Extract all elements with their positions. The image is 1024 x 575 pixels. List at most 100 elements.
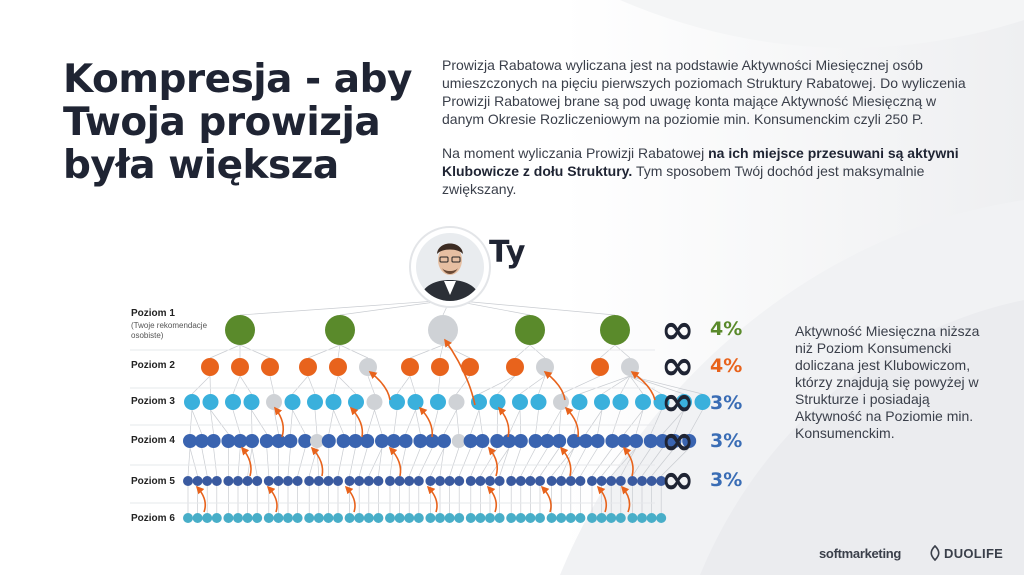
level-5-node [192, 476, 203, 486]
promotion-arrow [497, 406, 510, 438]
promotion-arrow [349, 406, 364, 438]
level-4-label: Poziom 4 [131, 435, 175, 446]
level-4-node [643, 434, 658, 448]
level-3-percent: 3% [710, 392, 743, 414]
level-5-node [444, 476, 455, 486]
infinity-icon: ∞ [661, 307, 695, 353]
infinity-icon: ∞ [661, 343, 695, 389]
level-6-node [656, 513, 667, 523]
level-1-node [515, 315, 545, 345]
level-4-node [425, 434, 440, 448]
intro-p2-end: Tym sposobem Twój dochód jest maksymalni… [442, 163, 925, 197]
level-3-node [284, 394, 301, 410]
level-5-node [506, 476, 517, 486]
level-6-node [344, 513, 355, 523]
level-6-node [404, 513, 415, 523]
level-5-node [435, 476, 445, 486]
level-4-node [475, 434, 490, 448]
level-4-node [310, 434, 324, 448]
level-6-node [202, 513, 213, 523]
level-6-node [183, 513, 193, 523]
level-3-node [325, 394, 342, 410]
level-4-node [386, 434, 401, 448]
level-3-node [635, 394, 651, 410]
level-1-node [428, 315, 458, 345]
level-6-node [233, 513, 243, 523]
level-6-node [263, 513, 274, 523]
level-5-node [615, 476, 626, 486]
level-3-node [653, 394, 670, 410]
promotion-arrow [620, 485, 631, 513]
level-6-node [494, 513, 505, 523]
promotion-arrow [630, 371, 656, 401]
level-6-node [413, 513, 424, 523]
level-4-node [321, 434, 336, 448]
level-5-node [283, 476, 293, 486]
level-4-node [413, 434, 428, 448]
level-6-node [596, 513, 607, 523]
level-5-node [494, 476, 505, 486]
promotion-arrow [274, 406, 285, 438]
level-5-node [263, 476, 274, 486]
level-6-node [223, 513, 234, 523]
level-6-node [606, 513, 617, 523]
level-6-node [627, 513, 638, 523]
level-5-node [202, 476, 213, 486]
level-5-node [425, 476, 436, 486]
level-4-node [194, 434, 209, 448]
level-2-node [201, 358, 219, 376]
level-3-node [571, 394, 588, 410]
level-5-node [413, 476, 424, 486]
level-5-node [292, 476, 303, 486]
title-line-2: Twoja prowizja [63, 100, 381, 145]
level-6-node [354, 513, 365, 523]
promotion-arrow [487, 446, 499, 477]
level-2-node [329, 358, 347, 376]
promotion-arrow [418, 406, 434, 438]
level-6-node [363, 513, 374, 523]
level-4-node [567, 434, 581, 448]
level-5-node [656, 476, 667, 486]
level-6-node [646, 513, 657, 523]
level-5-node [233, 476, 243, 486]
level-4-node [490, 434, 505, 448]
level-4-node [259, 434, 274, 448]
person-avatar [409, 226, 491, 308]
level-5-node [637, 476, 647, 486]
level-5-node [211, 476, 222, 486]
level-6-node [637, 513, 647, 523]
level-5-node [252, 476, 263, 486]
level-6-node [575, 513, 586, 523]
level-4-node [463, 434, 478, 448]
level-5-node [273, 476, 284, 486]
promotion-arrow [195, 485, 207, 513]
level-2-node [621, 358, 639, 376]
level-4-node [360, 434, 375, 448]
level-6-node [546, 513, 557, 523]
level-3-node [266, 394, 282, 410]
promotion-arrow [310, 446, 324, 477]
level-3-node [407, 394, 424, 410]
infinity-icon: ∞ [661, 379, 695, 425]
level-6-node [394, 513, 405, 523]
level-6-node [556, 513, 567, 523]
level-6-node [565, 513, 576, 523]
level-5-node [363, 476, 374, 486]
level-6-node [385, 513, 395, 523]
promotion-arrow [368, 371, 391, 401]
level-5-node [535, 476, 545, 486]
level-5-node [344, 476, 355, 486]
level-6-node [323, 513, 334, 523]
level-6-node [313, 513, 324, 523]
promotion-arrow [266, 485, 278, 513]
level-5-node [313, 476, 324, 486]
level-2-percent: 4% [710, 355, 743, 377]
level-4-node [540, 434, 555, 448]
level-5-node [587, 476, 597, 486]
level-1-node [325, 315, 355, 345]
level-6-node [373, 513, 384, 523]
infinity-icon: ∞ [661, 418, 695, 464]
level-6-node [506, 513, 517, 523]
level-4-node [437, 434, 451, 448]
